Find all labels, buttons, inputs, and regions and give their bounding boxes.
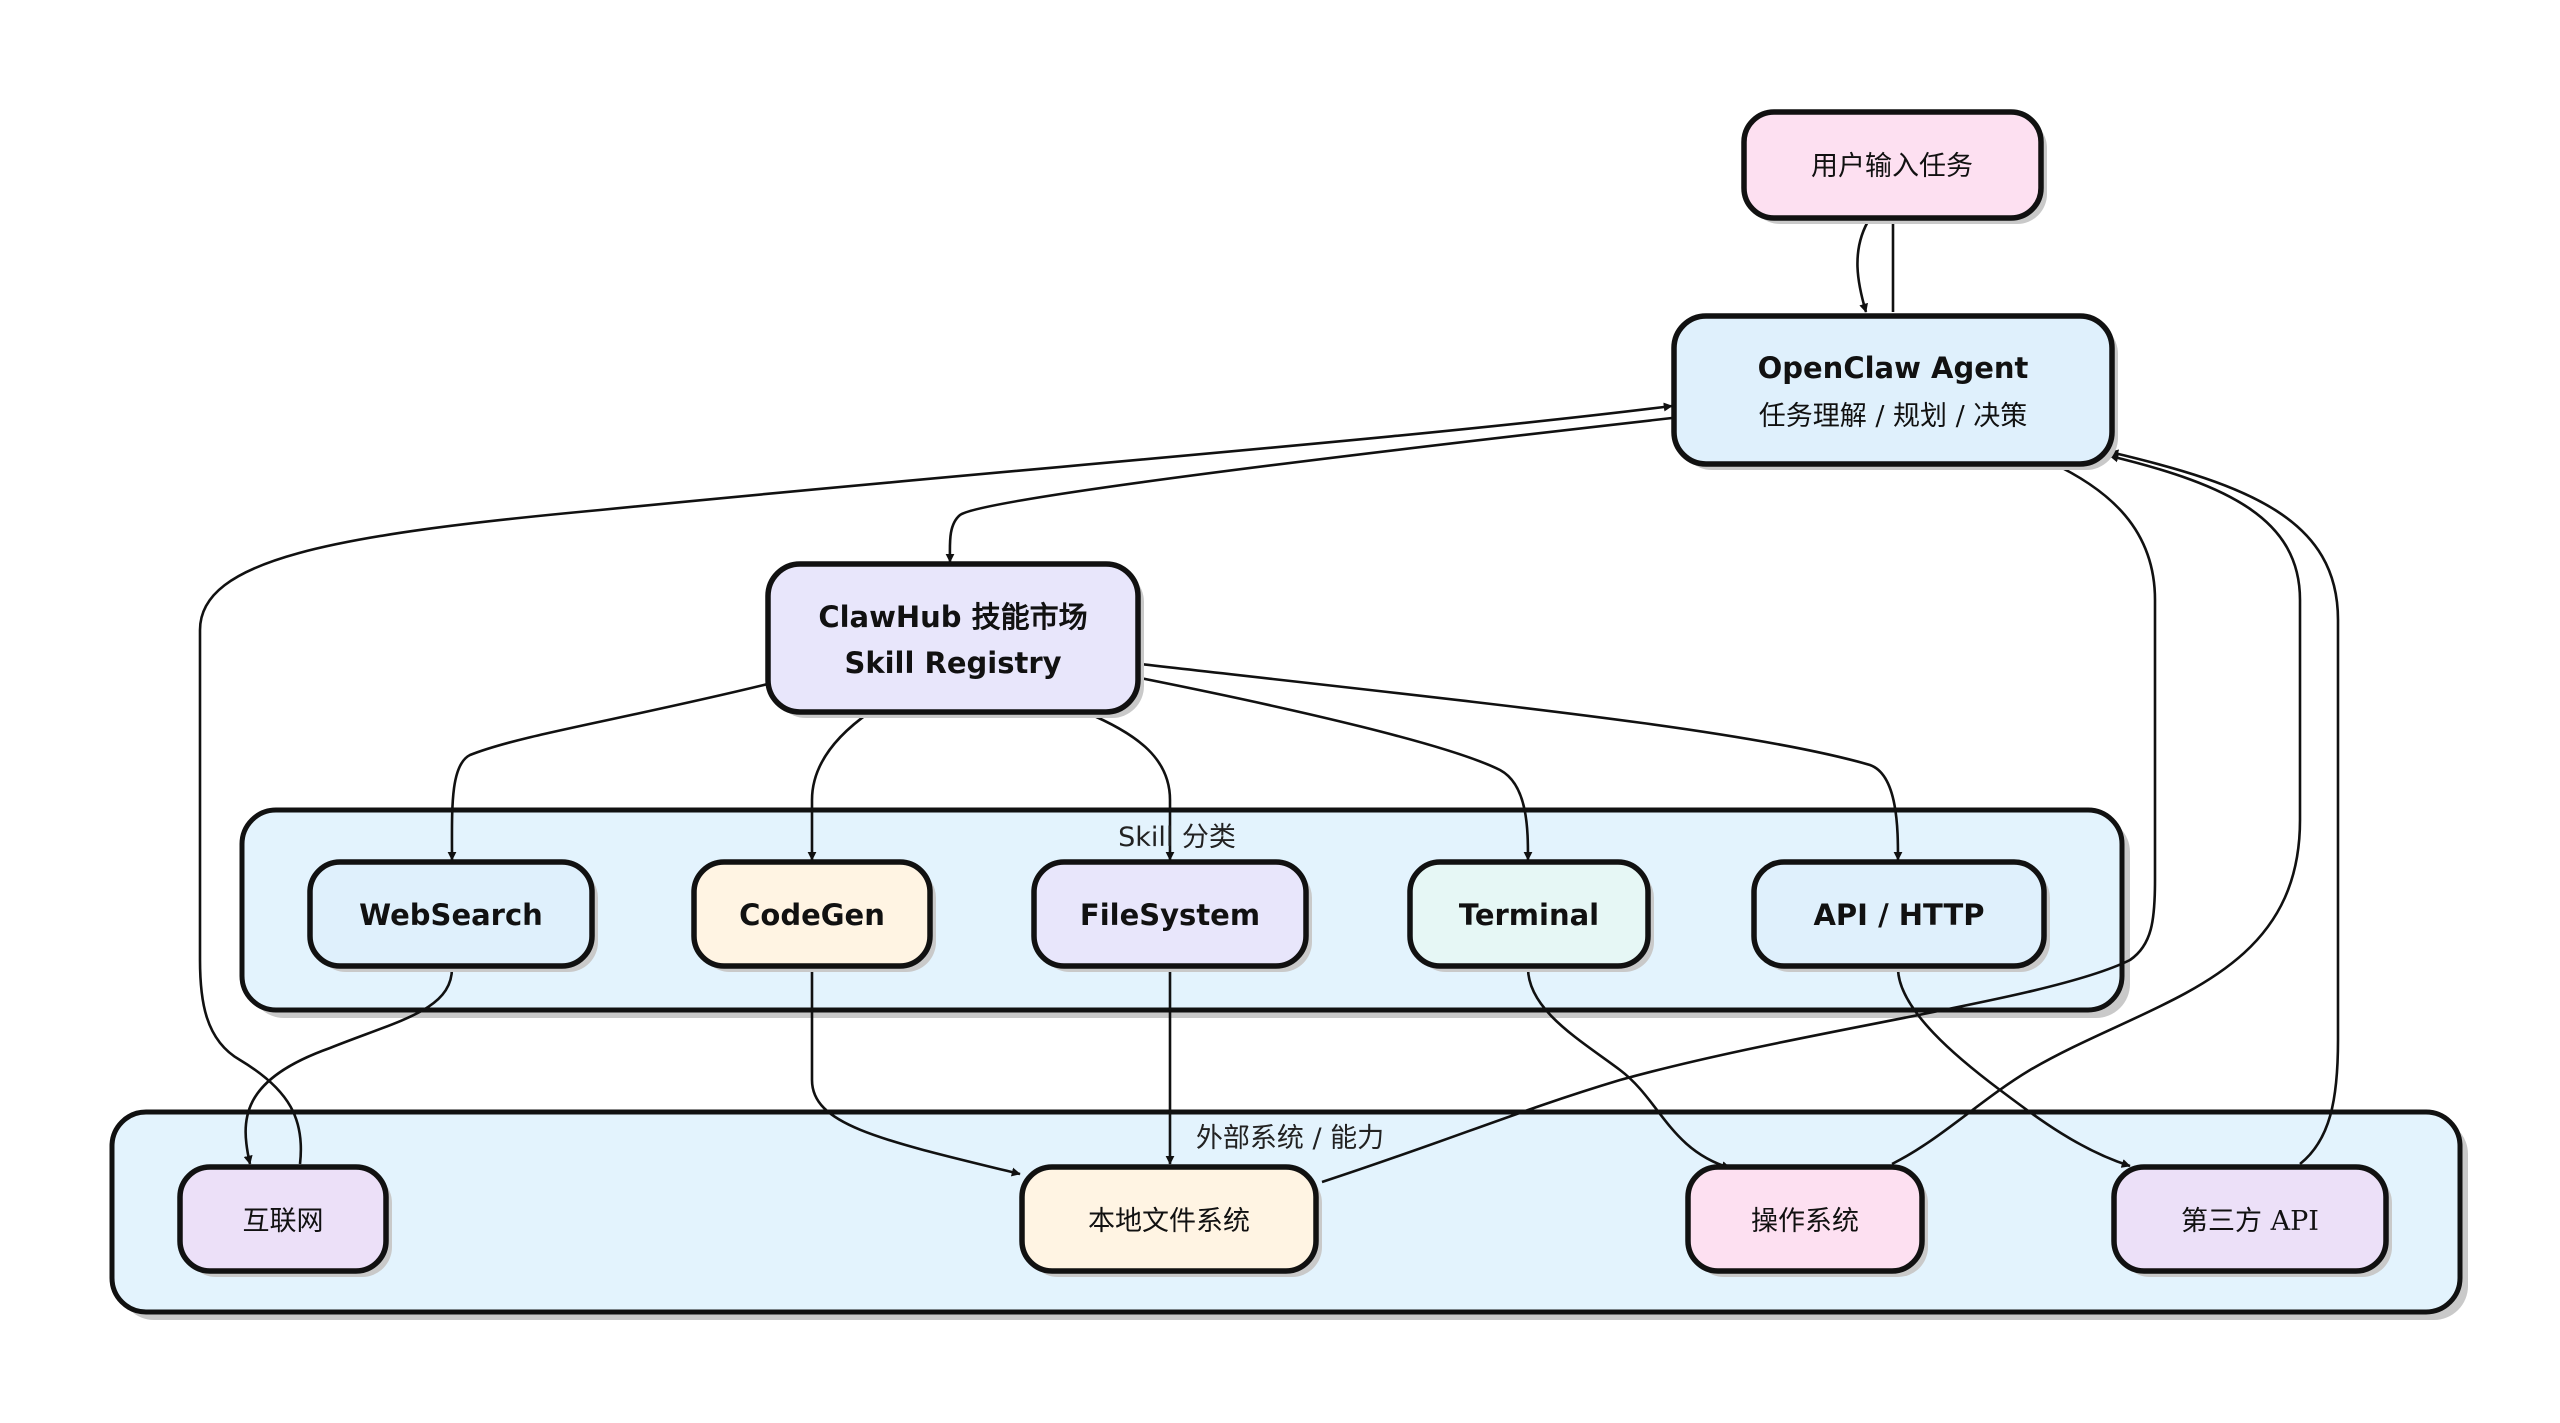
node-agent-subtitle: 任务理解 / 规划 / 决策 [1759, 401, 2028, 432]
edge-clawhub-to-filesystem [1084, 710, 1175, 861]
node-os-label: 操作系统 [1751, 1206, 1859, 1237]
node-user-input-label: 用户输入任务 [1811, 151, 1973, 182]
edge-internet-to-agent [198, 402, 1673, 1165]
edge-local-fs-to-agent [1321, 460, 2157, 1184]
node-third-party-api-label: 第三方 API [2181, 1206, 2319, 1237]
node-agent-title: OpenClaw Agent [1758, 351, 2029, 385]
node-user-input[interactable]: 用户输入任务 [1741, 109, 2047, 224]
edge-clawhub-to-websearch [447, 682, 769, 861]
node-filesystem-label: FileSystem [1080, 898, 1260, 932]
node-local-fs[interactable]: 本地文件系统 [1019, 1164, 1322, 1277]
node-clawhub[interactable]: ClawHub 技能市场 Skill Registry [765, 561, 1144, 718]
node-api-http[interactable]: API / HTTP [1751, 859, 2050, 972]
node-os[interactable]: 操作系统 [1685, 1164, 1928, 1277]
node-codegen[interactable]: CodeGen [691, 859, 936, 972]
edge-codegen-to-local-fs [810, 968, 1021, 1177]
node-websearch-label: WebSearch [359, 898, 543, 932]
node-clawhub-subtitle: Skill Registry [844, 646, 1061, 680]
node-internet[interactable]: 互联网 [177, 1164, 392, 1277]
edge-os-to-agent [1891, 453, 2302, 1166]
edge-terminal-to-os [1526, 967, 1731, 1170]
node-agent[interactable]: OpenClaw Agent 任务理解 / 规划 / 决策 [1671, 313, 2118, 470]
node-filesystem[interactable]: FileSystem [1031, 859, 1312, 972]
edge-agent-to-clawhub [945, 416, 1673, 563]
edge-clawhub-to-codegen [807, 710, 871, 861]
node-terminal-label: Terminal [1459, 898, 1599, 932]
node-internet-label: 互联网 [243, 1206, 324, 1237]
node-codegen-label: CodeGen [739, 898, 885, 932]
node-third-party-api[interactable]: 第三方 API [2111, 1164, 2392, 1277]
node-websearch[interactable]: WebSearch [307, 859, 598, 972]
edge-user-input-to-agent [1856, 217, 1872, 313]
edge-clawhub-to-terminal [1139, 676, 1533, 861]
node-api-http-label: API / HTTP [1813, 898, 1984, 932]
node-clawhub-title: ClawHub 技能市场 [818, 600, 1087, 634]
edge-websearch-to-internet [243, 967, 454, 1165]
external-group-title: 外部系统 / 能力 [1196, 1123, 1384, 1154]
node-terminal[interactable]: Terminal [1407, 859, 1654, 972]
edge-third-party-to-agent [2109, 449, 2340, 1166]
edges [198, 211, 2340, 1184]
skills-group-title: Skill 分类 [1118, 822, 1236, 853]
edge-clawhub-to-api-http [1139, 662, 1903, 861]
node-local-fs-label: 本地文件系统 [1088, 1206, 1250, 1237]
